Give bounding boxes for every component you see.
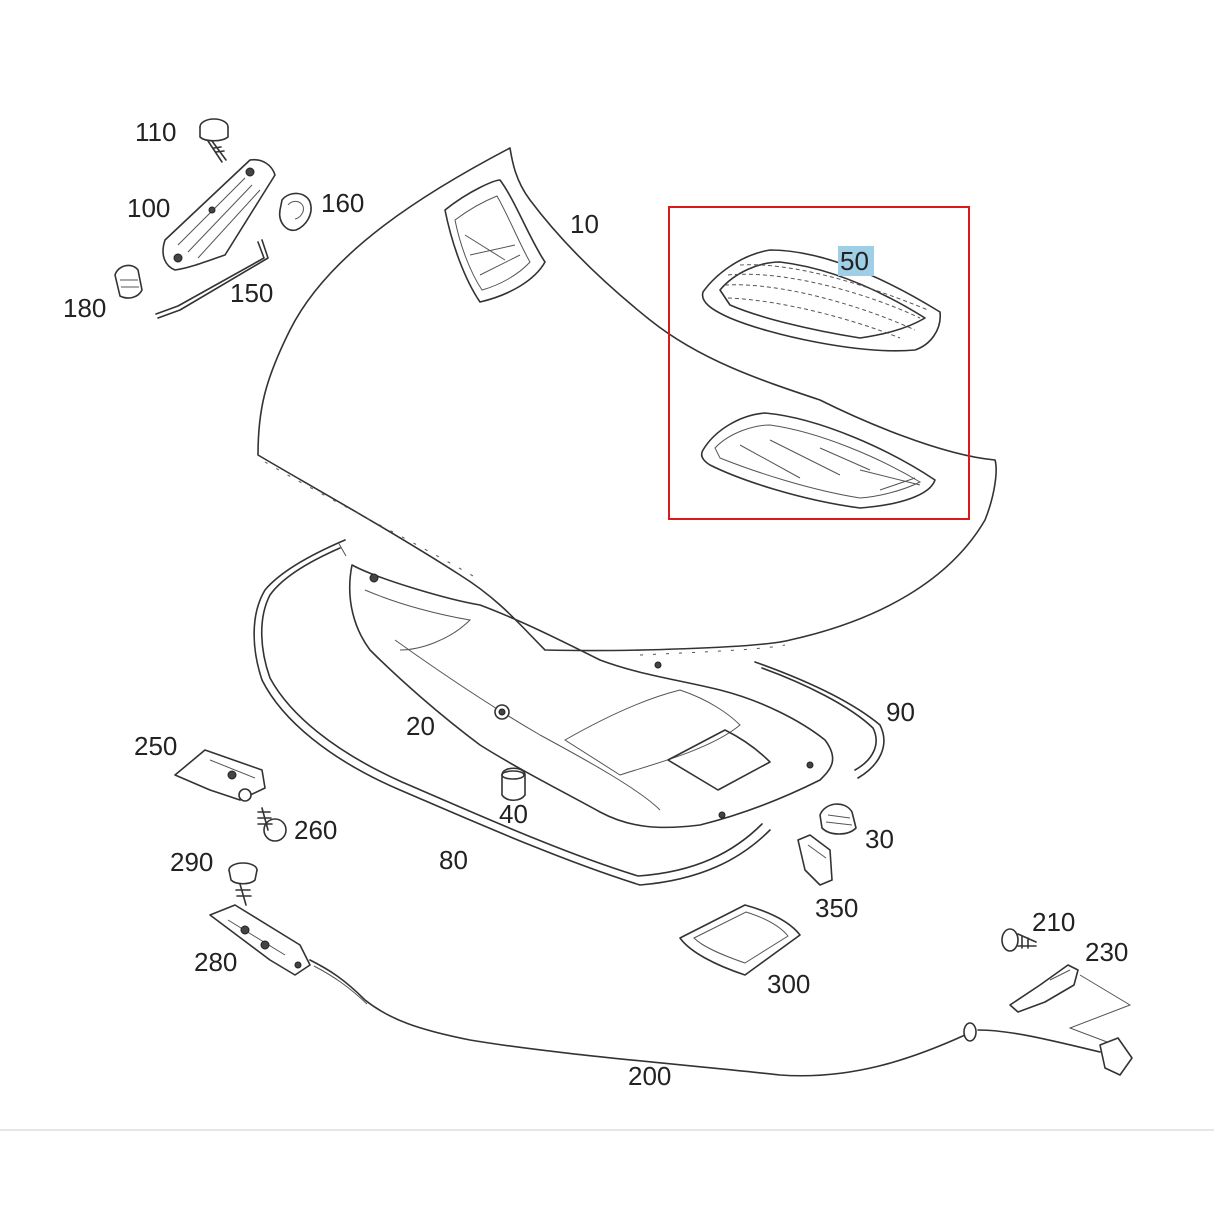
latch-part-250[interactable] [174,749,266,802]
buffer-part-40[interactable] [501,767,526,802]
callouts: 110 100 160 180 150 10 50 20 90 250 40 2… [63,117,1128,1091]
callout-10[interactable]: 10 [570,209,599,239]
highlight-label-bg [838,246,874,276]
side-strip-part-90[interactable] [754,661,885,779]
cable-part-200[interactable] [309,959,1101,1077]
callout-250[interactable]: 250 [134,731,177,761]
fastener-part-180[interactable] [114,264,143,299]
callout-290[interactable]: 290 [170,847,213,877]
callout-100[interactable]: 100 [127,193,170,223]
callout-110[interactable]: 110 [135,117,176,147]
callout-230[interactable]: 230 [1085,937,1128,967]
screw-part-210[interactable] [1001,928,1037,952]
callout-300[interactable]: 300 [767,969,810,999]
clip-part-30[interactable] [819,803,857,835]
callout-80[interactable]: 80 [439,845,468,875]
lock-part-280[interactable] [209,904,311,976]
callout-200[interactable]: 200 [628,1061,671,1091]
screw-part-290[interactable] [228,862,258,906]
support-rod-part-150[interactable] [155,239,269,319]
callout-90[interactable]: 90 [886,697,915,727]
seal-strip-part-80[interactable] [253,539,771,886]
callout-180[interactable]: 180 [63,293,106,323]
screw-part-260[interactable] [257,807,287,842]
callout-20[interactable]: 20 [406,711,435,741]
callout-50[interactable]: 50 [840,246,869,276]
hood-panel [257,147,997,656]
insulation-mat-part-20[interactable] [348,564,834,829]
callout-210[interactable]: 210 [1032,907,1075,937]
highlight-box [668,206,970,520]
cover-part-300[interactable] [679,904,801,976]
callout-260[interactable]: 260 [294,815,337,845]
bolt-part-110[interactable] [199,118,229,163]
callout-40[interactable]: 40 [499,799,528,829]
release-handle-part-230[interactable] [1009,964,1133,1076]
callout-350[interactable]: 350 [815,893,858,923]
callout-30[interactable]: 30 [865,824,894,854]
hood-opening [700,412,936,509]
bracket-part-350[interactable] [797,834,833,886]
callout-150[interactable]: 150 [230,278,273,308]
hinge-part-100[interactable] [162,158,276,271]
callout-280[interactable]: 280 [194,947,237,977]
grille-insert-part-50[interactable] [701,249,941,352]
callout-160[interactable]: 160 [321,188,364,218]
clip-part-160[interactable] [278,192,312,232]
